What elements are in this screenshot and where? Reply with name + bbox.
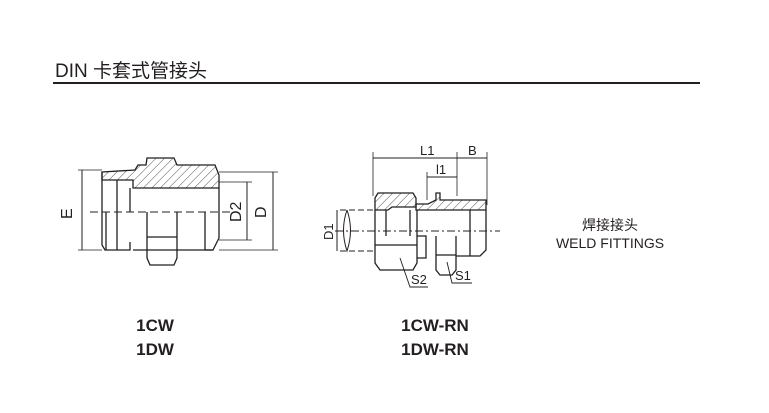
leader-s2 — [399, 257, 428, 288]
body-hatch — [415, 192, 487, 211]
weld-fitting-right — [335, 152, 500, 288]
label-d: D — [253, 206, 270, 218]
code-1cw-rn: 1CW-RN — [401, 316, 469, 335]
page-title: DIN 卡套式管接头 — [55, 61, 208, 82]
caption-cn: 焊接接头 — [582, 217, 638, 233]
label-d1: D1 — [321, 223, 336, 240]
codes-left: 1CW 1DW — [110, 314, 200, 362]
body-outline — [101, 172, 131, 251]
label-s1: S1 — [455, 268, 471, 283]
label-s2: S2 — [411, 272, 427, 287]
weld-fitting-left — [78, 157, 278, 266]
hex-small — [435, 236, 457, 276]
ring — [417, 235, 427, 259]
nut-outline — [374, 210, 418, 271]
tube-end — [204, 188, 220, 251]
label-d2: D2 — [228, 201, 245, 222]
caption-en: WELD FITTINGS — [555, 235, 665, 251]
hex-outline — [146, 212, 178, 266]
label-e: E — [59, 208, 76, 219]
code-1dw: 1DW — [136, 340, 174, 359]
code-1dw-rn: 1DW-RN — [401, 340, 469, 359]
code-1cw: 1CW — [136, 316, 174, 335]
leader-s1 — [446, 261, 472, 284]
label-l1: L1 — [420, 143, 434, 158]
nut-hatch — [374, 192, 417, 211]
section-hatch-left — [101, 157, 220, 189]
label-l1-small: l1 — [436, 162, 446, 177]
pipe-break — [343, 209, 351, 253]
codes-right: 1CW-RN 1DW-RN — [380, 314, 490, 362]
tube-stub — [456, 210, 487, 257]
fitting-caption: 焊接接头 WELD FITTINGS — [540, 216, 680, 252]
title-divider — [53, 82, 700, 84]
label-b: B — [468, 143, 477, 158]
